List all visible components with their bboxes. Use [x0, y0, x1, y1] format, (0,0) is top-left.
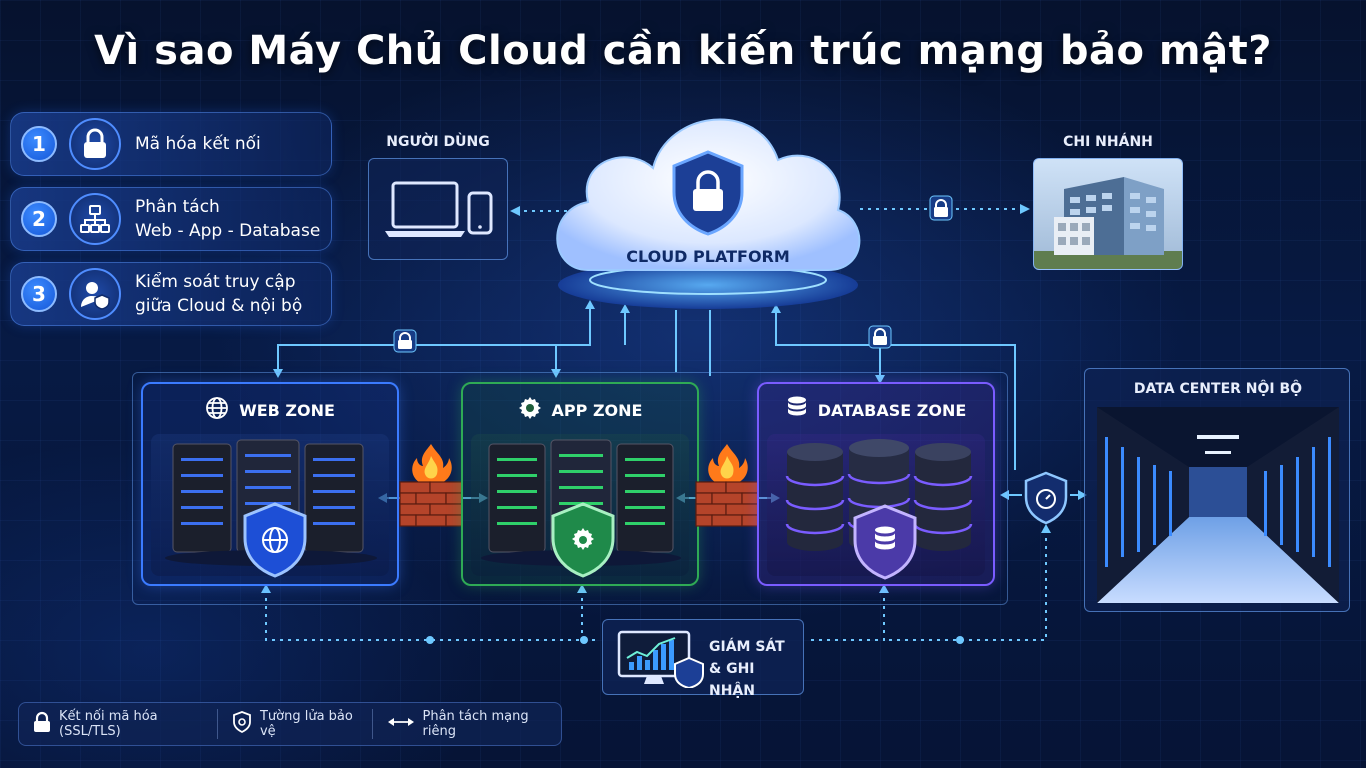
card-number: 1: [21, 126, 57, 162]
laptop-phone-icon: [385, 181, 493, 237]
cloud-platform: [556, 118, 861, 309]
lock-icon: [33, 711, 51, 737]
branch-node: [1033, 158, 1183, 270]
card-number: 3: [21, 276, 57, 312]
user-shield-icon: [69, 268, 121, 320]
card-text: Mã hóa kết nối: [135, 134, 261, 154]
server-room-icon: [1097, 407, 1339, 603]
legend-divider: [371, 709, 373, 739]
branch-label: CHI NHÁNH: [1063, 134, 1153, 150]
card-text: Kiểm soát truy cập: [135, 272, 296, 292]
legend-item-encrypted: Kết nối mã hóa (SSL/TLS): [19, 703, 217, 745]
shield-icon: [674, 656, 704, 688]
server-rack-icon: [481, 439, 681, 578]
network-split-icon: [69, 193, 121, 245]
card-text: Phân tách: [135, 197, 220, 217]
web-zone: WEB ZONE: [141, 382, 399, 586]
datacenter-label: DATA CENTER NỘI BỘ: [1133, 381, 1303, 397]
shield-gear-icon: [232, 711, 252, 737]
cloud-label: CLOUD PLATFORM: [626, 247, 790, 266]
legend-item-firewall: Tường lửa bảo vệ: [218, 703, 372, 745]
users-node: [368, 158, 508, 260]
datacenter-node: DATA CENTER NỘI BỘ: [1084, 368, 1350, 612]
legend-label: Phân tách mạng riêng: [422, 709, 529, 739]
card-text: giữa Cloud & nội bộ: [135, 296, 303, 316]
double-arrow-icon: [387, 716, 415, 732]
legend-label: Kết nối mã hóa (SSL/TLS): [59, 709, 158, 739]
lock-icon: [393, 329, 417, 353]
firewall-icon: [399, 444, 463, 527]
zone-title: DATABASE ZONE: [817, 400, 967, 420]
database-icon: [786, 396, 808, 424]
building-icon: [1034, 177, 1182, 269]
card-text: Web - App - Database: [135, 221, 321, 241]
card-number: 2: [21, 201, 57, 237]
feature-card-access-control: 3 Kiểm soát truy cập giữa Cloud & nội bộ: [10, 262, 332, 326]
monitoring-label: GIÁM SÁT: [709, 639, 785, 655]
lock-icon: [69, 118, 121, 170]
server-rack-icon: [165, 439, 377, 578]
database-cylinders-icon: [785, 439, 973, 580]
firewall-web-app: [398, 442, 464, 528]
feature-card-separation: 2 Phân tách Web - App - Database: [10, 187, 332, 251]
database-zone: DATABASE ZONE: [757, 382, 995, 586]
zone-title: APP ZONE: [551, 400, 643, 420]
legend: Kết nối mã hóa (SSL/TLS) Tường lửa bảo v…: [18, 702, 562, 746]
lock-icon: [929, 195, 953, 221]
firewall-app-db: [694, 442, 760, 528]
monitor-chart-icon: [617, 630, 704, 688]
legend-divider: [217, 709, 218, 739]
users-label: NGƯỜI DÙNG: [386, 134, 490, 150]
gateway-shield: [1022, 470, 1070, 526]
legend-label: Tường lửa bảo vệ: [259, 709, 353, 739]
gear-icon: [518, 396, 542, 424]
legend-item-separation: Phân tách mạng riêng: [373, 703, 561, 745]
shield-lock-icon: [1024, 471, 1068, 525]
zones-frame: [132, 372, 1008, 605]
monitoring-label: & GHI NHẬN: [709, 661, 755, 699]
globe-icon: [205, 396, 229, 424]
app-zone: APP ZONE: [461, 382, 699, 586]
lock-icon: [868, 325, 892, 349]
feature-card-encryption: 1 Mã hóa kết nối: [10, 112, 332, 176]
firewall-icon: [695, 444, 759, 527]
shield-icon: [853, 504, 917, 580]
monitoring-node: GIÁM SÁT & GHI NHẬN: [602, 619, 804, 699]
zone-title: WEB ZONE: [239, 400, 335, 420]
page-title: Vì sao Máy Chủ Cloud cần kiến trúc mạng …: [94, 28, 1272, 74]
